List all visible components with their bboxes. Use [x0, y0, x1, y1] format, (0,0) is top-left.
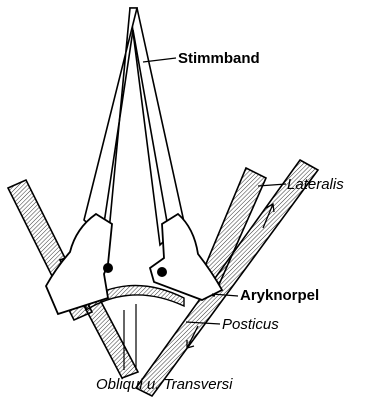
stimmband-label: Stimmband: [178, 50, 260, 67]
aryknorpel-label: Aryknorpel: [240, 287, 319, 304]
vocal-cords: [84, 8, 184, 245]
posticus-label: Posticus: [222, 316, 279, 333]
lateralis-label: Lateralis: [287, 176, 344, 193]
obliqui-label: Obliqui u. Transversi: [96, 376, 233, 393]
right-cartilage-dot: [157, 267, 167, 277]
left-cartilage-dot: [103, 263, 113, 273]
